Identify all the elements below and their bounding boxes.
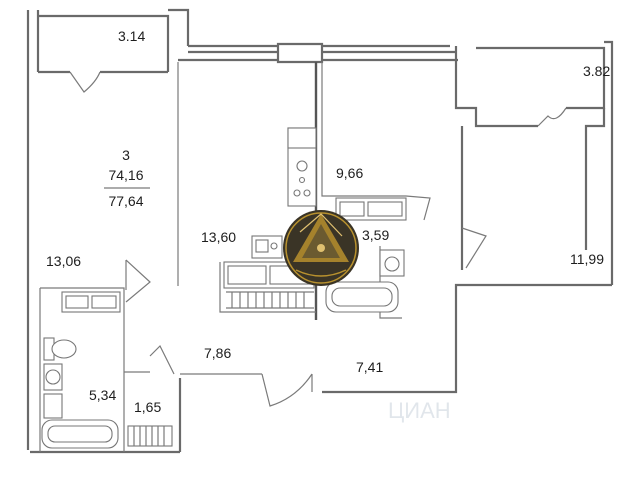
summary-total-area: 77,64 (108, 193, 143, 209)
area-room-middle: 13,60 (201, 229, 236, 245)
area-bathroom-left: 5,34 (89, 387, 116, 403)
summary-rooms: 3 (122, 147, 130, 163)
summary-living-area: 74,16 (108, 167, 143, 183)
bathroom-left-fixtures (41, 291, 173, 449)
gold-emblem-logo (283, 210, 359, 286)
bathroom-fixtures (325, 197, 407, 313)
area-hall-right: 7,41 (356, 359, 383, 375)
area-room-left: 13,06 (46, 253, 81, 269)
doors (69, 71, 567, 407)
area-hall-center: 7,86 (204, 345, 231, 361)
area-balcony-right: 3.82 (583, 63, 610, 79)
area-wc: 1,65 (134, 399, 161, 415)
area-balcony-left: 3.14 (118, 28, 145, 44)
apartment-summary: 3 74,16 77,64 (104, 147, 150, 209)
area-room-right: 11,99 (570, 251, 604, 267)
kitchen-fixtures (223, 127, 317, 309)
room-area-labels: 3.14 3.82 13,06 13,60 9,66 3,59 11,99 7,… (46, 28, 610, 415)
area-kitchen: 9,66 (336, 165, 363, 181)
watermark-text: ЦИАН (388, 398, 451, 423)
area-bathroom: 3,59 (362, 227, 389, 243)
